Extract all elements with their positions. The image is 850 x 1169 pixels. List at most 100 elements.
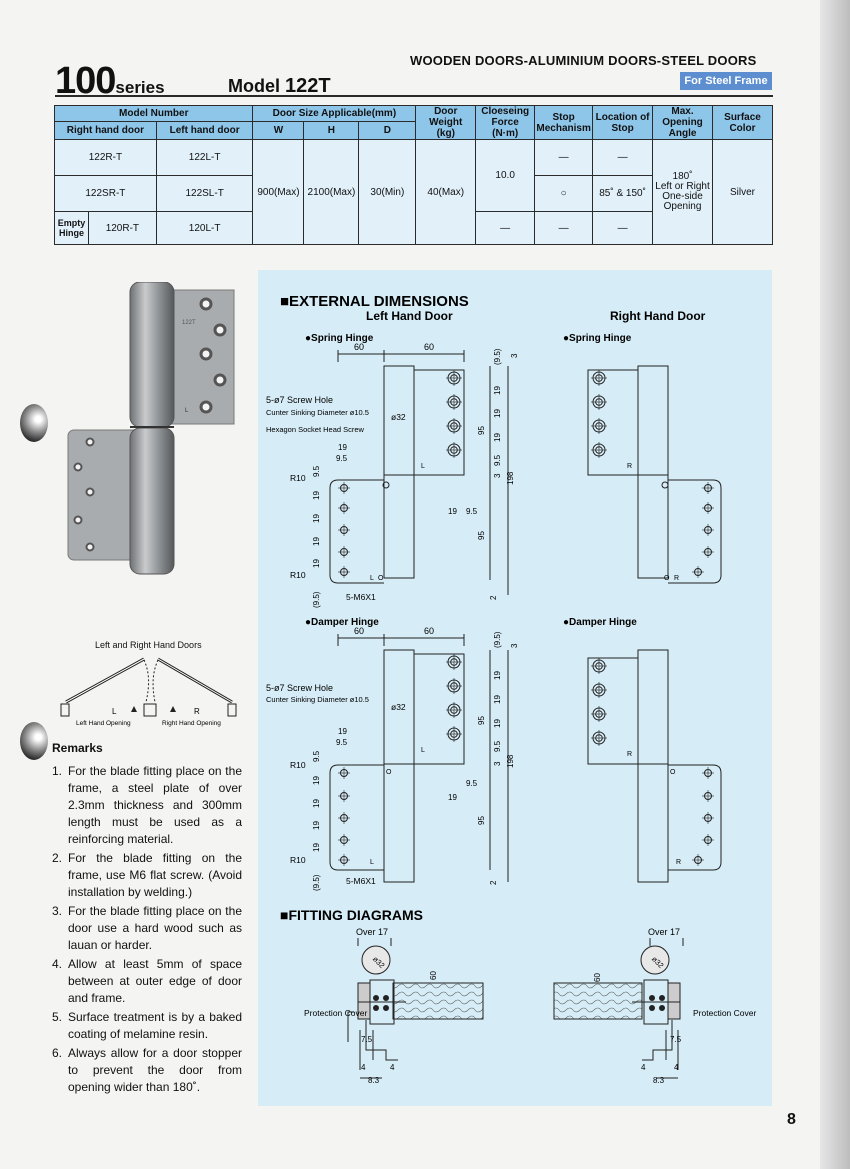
dim-8-3: 8.3 [653,1076,665,1085]
mark-l: L [421,463,425,470]
series-label: series [115,78,165,97]
door-opening-diagram: L R Left Hand Opening Right Hand Opening [60,657,237,727]
dim-7-5: 7.5 [361,1035,373,1044]
th-weight-unit: (kg) [436,128,455,139]
table-row: 122SR-T 122SL-T ○ 85˚ & 150˚ [54,175,773,212]
right-fitting-diagram: Over 17 ø32 60 Protection Cover 7.5 4 4 … [553,927,756,1085]
dim-19: 19 [312,537,321,546]
right-opening-label: Right Hand Opening [162,720,221,727]
dim-9-5: 9.5 [336,454,348,463]
cell-color: Silver [712,139,773,245]
th-location: Location of Stop [592,105,654,140]
list-item: 2.For the blade fitting on the frame, us… [52,850,242,901]
angle-value: 180˚ [672,171,693,182]
screw-hole-label: 5-ø7 Screw Hole [266,683,333,693]
remark-number: 1. [52,764,63,778]
dim-2: 2 [489,880,498,885]
remark-number: 3. [52,904,63,918]
cell-empty-hinge: Empty Hinge [54,211,89,245]
dim-19: 19 [312,776,321,785]
remark-number: 2. [52,851,63,865]
mark-r: R [627,463,632,470]
section-bullet-icon [20,404,48,442]
page-edge-shadow [820,0,850,1169]
doors-r: R [194,707,200,716]
over-17-label: Over 17 [356,927,388,937]
dim-198: 198 [506,754,515,768]
model-title: Model 122T [228,75,331,98]
dim-3: 3 [510,643,519,648]
cell-left-model: 122L-T [155,139,254,176]
cell-w: 900(Max) [252,139,305,245]
right-damper-hinge-drawing: ●Damper Hinge R O R [563,617,722,883]
cell-left-model: 120L-T [155,211,254,245]
dim-r10: R10 [290,570,306,580]
dim-60: 60 [429,971,438,980]
th-force: Cloeseing Force(N·m) [475,105,536,140]
dim-95: 95 [477,716,486,725]
frame-badge: For Steel Frame [680,72,772,90]
screw-hole-label: 5-ø7 Screw Hole [266,395,333,405]
list-item: 4.Allow at least 5mm of space between at… [52,956,242,1007]
dim-19: 19 [312,799,321,808]
dim-9-5: 9.5 [493,740,502,752]
door-types-heading: WOODEN DOORS-ALUMINIUM DOORS-STEEL DOORS [410,53,757,68]
left-fitting-diagram: Over 17 ø32 60 Protection Cover 7.5 4 4 … [304,927,484,1085]
cell-left-model: 122SL-T [155,175,254,212]
left-damper-hinge-drawing: ●Damper Hinge 60 60 ø32 L O L 5-ø7 Screw… [266,617,519,891]
fitting-diagrams-title: ■FITTING DIAGRAMS [280,907,423,923]
cell-force: — [475,211,536,245]
lower-barrel [129,427,175,575]
diagram-panel [258,270,772,1106]
remarks-list: 1.For the blade fitting place on the fra… [52,763,242,1098]
dim-9-5: 9.5 [312,465,321,477]
th-color: Surface Color [712,105,773,140]
section-bullet-icon [20,722,48,760]
mark-l: L [370,575,374,582]
th-force-unit: (N·m) [492,128,519,139]
th-door-size: Door Size Applicable(mm) [252,105,417,122]
dim-9-5p: (9.5) [493,348,502,365]
dim-19: 19 [338,727,347,736]
mark-r: R [627,751,632,758]
sink-dia-label: Cunter Sinking Diameter ø10.5 [266,408,369,417]
dim-4: 4 [641,1063,646,1072]
remarks-title: Remarks [52,741,103,755]
dim-9-5: 9.5 [466,779,478,788]
dim-19: 19 [493,719,502,728]
dim-19: 19 [312,491,321,500]
dim-60: 60 [424,342,434,352]
m6-label: 5-M6X1 [346,876,376,886]
cell-weight: 40(Max) [415,139,477,245]
model-number: 122T [285,75,331,97]
m6-label: 5-M6X1 [346,592,376,602]
mark-o: O [378,575,384,582]
hex-screw-label: Hexagon Socket Head Screw [266,425,365,434]
external-dimensions-title: ■EXTERNAL DIMENSIONS [280,293,469,310]
dim-8-3: 8.3 [368,1076,380,1085]
dim-60: 60 [354,342,364,352]
frame-left-icon [60,703,70,717]
remark-text: Always allow for a door stopper to preve… [68,1046,242,1094]
upper-barrel [129,282,175,428]
cell-location: — [592,211,654,245]
remark-number: 4. [52,957,63,971]
mark-o: O [670,769,676,776]
doors-l: L [112,707,117,716]
dim-3: 3 [493,473,502,478]
cell-d: 30(Min) [358,139,417,245]
dim-198: 198 [506,471,515,485]
cell-right-model: 122R-T [54,139,157,176]
cell-stop: — [534,211,594,245]
cell-h: 2100(Max) [303,139,360,245]
cell-right-model: 122SR-T [54,175,157,212]
mark-o: O [386,769,392,776]
th-h: H [303,121,360,140]
th-stop: Stop Mechanism [534,105,594,140]
th-left-hand: Left hand door [155,121,254,140]
dim-4: 4 [674,1063,679,1072]
dim-19: 19 [493,409,502,418]
dim-4: 4 [390,1063,395,1072]
over-17-label: Over 17 [648,927,680,937]
left-spring-hinge-drawing: ●Spring Hinge 60 60 ø32 L L O 5-ø7 Screw… [266,333,519,608]
